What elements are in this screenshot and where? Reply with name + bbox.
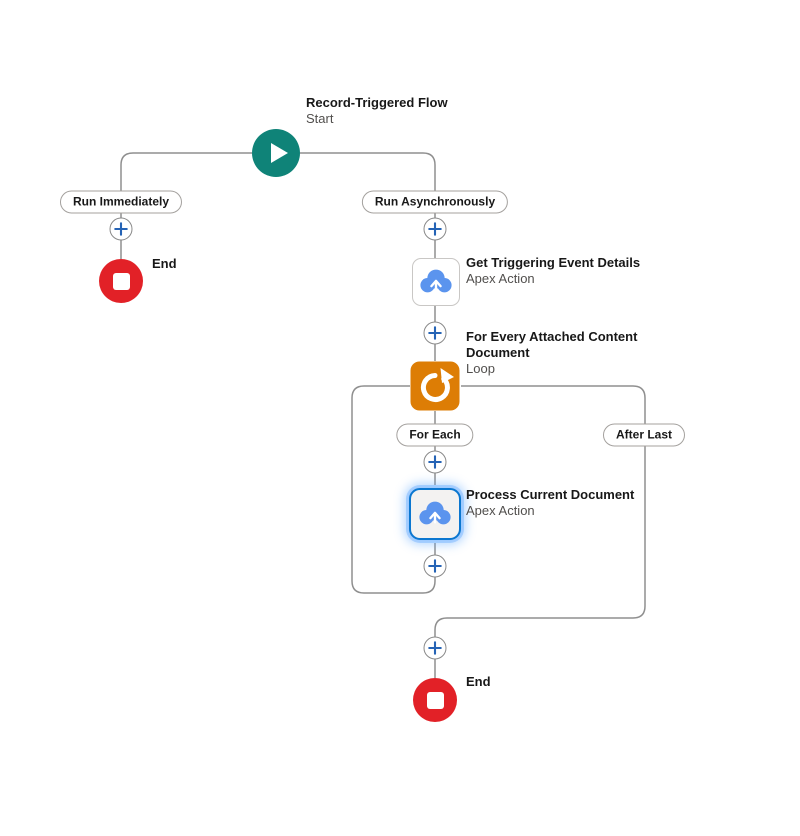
add-element-button-after-last[interactable]: [423, 636, 447, 660]
node-loop[interactable]: [410, 361, 460, 411]
process-doc-label: Process Current Document Apex Action: [466, 487, 634, 519]
node-process-current-document[interactable]: [409, 488, 461, 540]
branch-pill-run-asynchronously: Run Asynchronously: [361, 190, 509, 214]
start-subtitle: Start: [306, 111, 334, 126]
connector-after-last-down: [434, 446, 646, 637]
plus-icon: [114, 222, 128, 236]
end-bottom-label: End: [466, 674, 491, 690]
plus-icon: [428, 641, 442, 655]
branch-pill-after-last: After Last: [602, 423, 686, 447]
plus-icon: [428, 559, 442, 573]
cloud-code-icon: [419, 501, 451, 525]
add-element-button-run-async[interactable]: [423, 217, 447, 241]
branch-pill-for-each: For Each: [396, 423, 474, 447]
plus-icon: [428, 455, 442, 469]
start-node-label: Record-Triggered Flow Start: [306, 95, 448, 127]
get-event-label: Get Triggering Event Details Apex Action: [466, 255, 640, 287]
connector-start-to-run-async: [300, 152, 436, 191]
start-node[interactable]: [252, 129, 300, 177]
end-node-run-immediately[interactable]: [99, 259, 143, 303]
add-element-button-before-loop[interactable]: [423, 321, 447, 345]
get-event-title: Get Triggering Event Details: [466, 255, 641, 270]
stop-square-icon: [112, 272, 130, 290]
end-left-label: End: [152, 256, 177, 272]
end-left-text: End: [152, 256, 177, 271]
get-event-subtitle: Apex Action: [466, 271, 535, 286]
add-element-button-after-process[interactable]: [423, 554, 447, 578]
loop-subtitle: Loop: [466, 361, 495, 376]
process-doc-subtitle: Apex Action: [466, 503, 535, 518]
process-doc-title: Process Current Document: [466, 487, 635, 502]
connector-start-to-run-immediately: [120, 152, 252, 191]
connector-loop-to-after-last: [461, 385, 646, 424]
branch-pill-run-immediately: Run Immediately: [59, 190, 183, 214]
loop-title: For Every Attached Content Document: [466, 329, 638, 360]
loop-arrow-icon: [420, 368, 454, 402]
cloud-code-icon: [420, 269, 452, 293]
node-get-triggering-event-details[interactable]: [412, 258, 460, 306]
add-element-button-for-each[interactable]: [423, 450, 447, 474]
play-icon: [271, 143, 288, 163]
loop-label: For Every Attached Content Document Loop: [466, 329, 646, 377]
stop-square-icon: [426, 691, 444, 709]
plus-icon: [428, 222, 442, 236]
end-bottom-text: End: [466, 674, 491, 689]
add-element-button-run-immediately[interactable]: [109, 217, 133, 241]
plus-icon: [428, 326, 442, 340]
connector-loop-back: [351, 385, 436, 594]
end-node-bottom[interactable]: [413, 678, 457, 722]
start-title: Record-Triggered Flow: [306, 95, 448, 110]
